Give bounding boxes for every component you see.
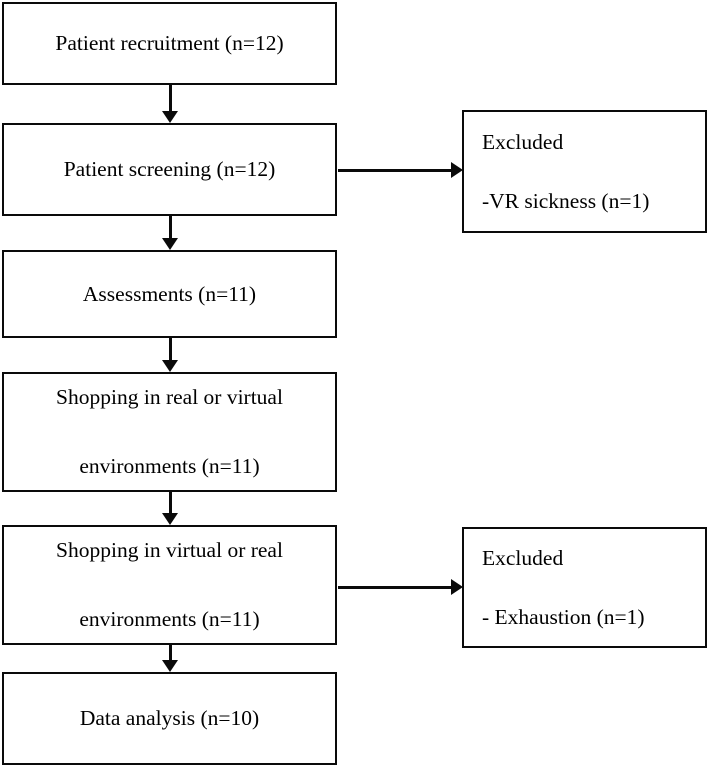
flow-node-label-line-2: environments (n=11) xyxy=(79,454,260,478)
flow-node-label: Data analysis (n=10) xyxy=(79,706,260,731)
flow-node-assessments: Assessments (n=11) xyxy=(2,250,337,338)
flow-node-shopping-real-or-virtual: Shopping in real or virtual environments… xyxy=(2,372,337,492)
arrow-screening-to-excluded-vr-sickness xyxy=(338,155,463,185)
flow-node-label-line-1: Shopping in real or virtual xyxy=(56,385,283,410)
exclusion-heading: Excluded xyxy=(482,129,564,154)
exclusion-reason: - Exhaustion (n=1) xyxy=(482,604,645,629)
flow-node-shopping-virtual-or-real: Shopping in virtual or real environments… xyxy=(2,525,337,645)
arrow-shopping-virtual-to-excluded-exhaustion xyxy=(338,572,463,602)
flow-node-label: Patient recruitment (n=12) xyxy=(55,31,284,56)
flow-node-label: Patient screening (n=12) xyxy=(63,157,276,182)
flow-node-patient-recruitment: Patient recruitment (n=12) xyxy=(2,2,337,85)
exclusion-node-exhaustion: Excluded - Exhaustion (n=1) xyxy=(462,527,707,648)
arrow-shopping-virtual-to-data-analysis xyxy=(155,645,185,672)
flow-node-label-line-1: Shopping in virtual or real xyxy=(56,538,283,563)
arrow-shopping-real-to-shopping-virtual xyxy=(155,492,185,525)
arrow-screening-to-assessments xyxy=(155,216,185,250)
arrow-assessments-to-shopping-real xyxy=(155,338,185,372)
arrow-recruitment-to-screening xyxy=(155,85,185,123)
flow-node-label-line-2: environments (n=11) xyxy=(79,607,260,631)
exclusion-reason: -VR sickness (n=1) xyxy=(482,188,650,213)
exclusion-node-vr-sickness: Excluded -VR sickness (n=1) xyxy=(462,110,707,233)
flow-node-label: Assessments (n=11) xyxy=(82,281,257,306)
exclusion-heading: Excluded xyxy=(482,545,564,570)
flow-node-patient-screening: Patient screening (n=12) xyxy=(2,123,337,216)
flow-node-data-analysis: Data analysis (n=10) xyxy=(2,672,337,765)
